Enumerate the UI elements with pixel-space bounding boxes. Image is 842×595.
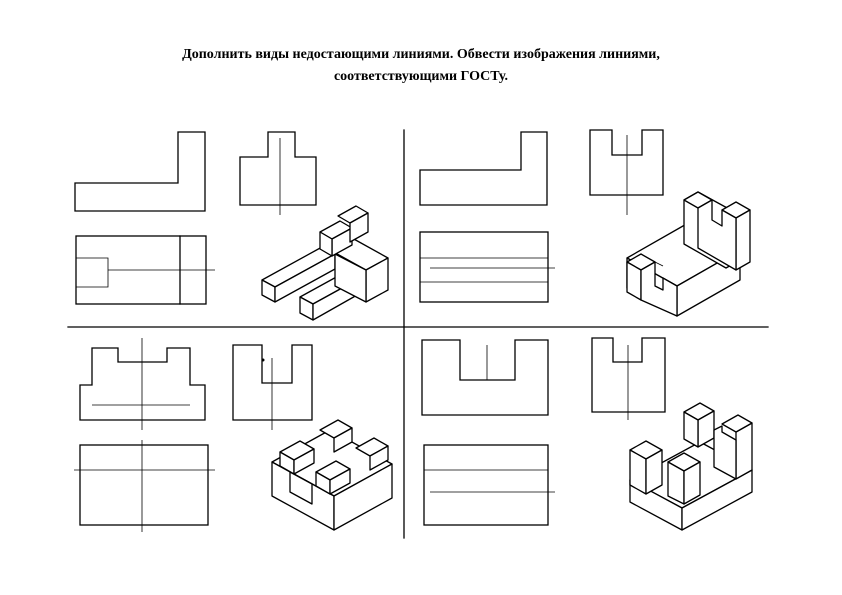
task-1-front-view — [74, 131, 206, 212]
task-2-front-view — [419, 131, 548, 206]
task-2-top-view — [419, 231, 555, 303]
task-1 — [74, 131, 389, 321]
task-4-front-view — [421, 339, 549, 416]
task-2-isometric — [626, 191, 751, 317]
task-4-side-view — [591, 337, 666, 420]
task-4-top-view — [423, 444, 555, 526]
task-1-side-view — [239, 131, 317, 215]
task-3-front-view — [79, 338, 206, 430]
quadrant-dividers — [67, 129, 769, 539]
task-2 — [419, 129, 751, 317]
task-3-isometric — [271, 419, 393, 531]
task-3-top-view — [74, 440, 215, 532]
worksheet-title: Дополнить виды недостающими линиями. Обв… — [0, 44, 842, 88]
task-4-isometric — [629, 402, 753, 531]
title-line-2: соответствующими ГОСТу. — [333, 69, 509, 84]
task-3-side-view — [232, 344, 313, 430]
task-4 — [421, 337, 753, 531]
task-2-side-view — [589, 129, 664, 215]
title-line-1: Дополнить виды недостающими линиями. Обв… — [182, 47, 660, 62]
task-3 — [74, 338, 393, 532]
task-1-top-view — [75, 235, 215, 305]
task-1-isometric — [261, 205, 389, 321]
